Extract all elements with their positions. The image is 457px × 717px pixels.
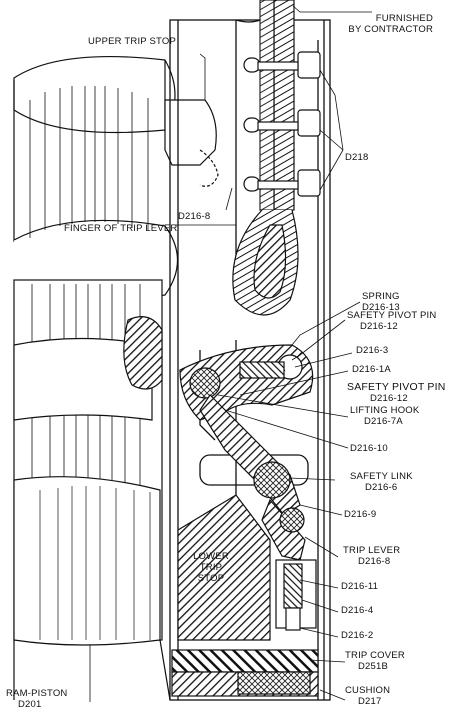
label-lifting-hook-part: D216-7A (364, 416, 403, 427)
label-furnished: FURNISHED (375, 13, 433, 24)
label-safety-pivot-pin-2-part: D216-12 (370, 393, 408, 404)
label-d216-10: D216-10 (350, 443, 388, 454)
label-spring: SPRING (362, 291, 400, 302)
label-trip-lever-part: D216-8 (358, 556, 391, 567)
label-d216-1a: D216-1A (352, 364, 391, 375)
label-safety-pivot-pin-2: SAFETY PIVOT PIN (347, 381, 446, 393)
label-lower: LOWER (193, 551, 229, 562)
label-safety-pivot-pin-1: SAFETY PIVOT PIN (347, 310, 437, 321)
trip-mechanism-parts (123, 316, 319, 697)
label-stop: STOP (197, 573, 225, 584)
label-d216-11: D216-11 (341, 581, 379, 592)
label-trip-lever: TRIP LEVER (343, 545, 401, 556)
label-safety-link-part: D216-6 (365, 482, 398, 493)
label-ram-piston: RAM-PISTON (6, 688, 68, 699)
label-d216-4: D216-4 (341, 605, 374, 616)
label-upper-trip-stop: UPPER TRIP STOP (88, 36, 176, 47)
ram-piston-cylinders (13, 55, 178, 701)
label-cushion-part: D217 (358, 696, 382, 707)
label-finger-of-trip-lever: FINGER OF TRIP LEVER (64, 223, 178, 234)
label-trip: TRIP (199, 562, 223, 573)
label-d216-3: D216-3 (356, 345, 389, 356)
label-trip-cover: TRIP COVER (345, 650, 405, 661)
label-safety-pivot-pin-1-part: D216-12 (360, 321, 398, 332)
leader-lines (89, 5, 372, 702)
label-cushion: CUSHION (345, 685, 391, 696)
wire-rope-and-clips (232, 0, 321, 316)
label-ram-piston-part: D201 (18, 699, 42, 710)
label-lifting-hook: LIFTING HOOK (350, 405, 420, 416)
label-trip-cover-part: D251B (358, 661, 389, 672)
label-d216-2: D216-2 (341, 630, 374, 641)
label-d216-8-top: D216-8 (178, 211, 211, 222)
upper-trip-stop (164, 99, 219, 187)
label-d216-9: D216-9 (344, 509, 377, 520)
label-safety-link: SAFETY LINK (350, 471, 413, 482)
label-d218: D218 (345, 152, 369, 163)
label-by-contractor: BY CONTRACTOR (348, 24, 433, 35)
label-spring-part: D216-13 (362, 302, 400, 313)
